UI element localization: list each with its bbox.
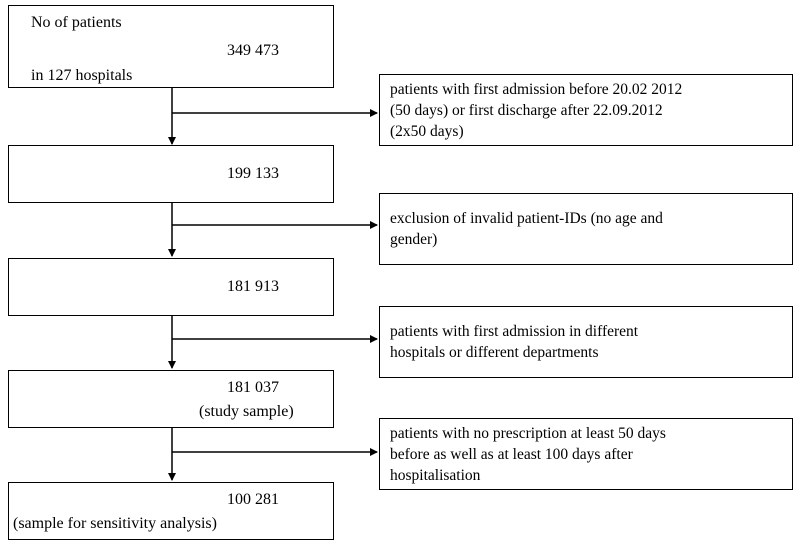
box-count-199133: 199 133 [227, 165, 279, 182]
exclusion-prescription-line-3: hospitalisation [390, 467, 481, 484]
box-total-label: No of patients [31, 14, 122, 31]
box-study-sample: 181 037 (study sample) [8, 370, 334, 428]
box-count-181913: 181 913 [227, 278, 279, 295]
exclusion-departments-line-1: patients with first admission in differe… [390, 323, 639, 340]
exclusion-box-invalid-ids: exclusion of invalid patient-IDs (no age… [379, 193, 793, 265]
exclusion-ids-line-1: exclusion of invalid patient-IDs (no age… [390, 210, 663, 227]
box-total-patients: No of patients 349 473 in 127 hospitals [8, 5, 334, 88]
box-count-181037: 181 037 [227, 379, 279, 396]
exclusion-box-departments: patients with first admission in differe… [379, 306, 793, 378]
exclusion-ids-line-2: gender) [390, 231, 438, 248]
exclusion-box-prescription: patients with no prescription at least 5… [379, 418, 793, 490]
box-sensitivity-sample: 100 281 (sample for sensitivity analysis… [8, 482, 334, 540]
box-after-id-exclusion: 181 913 [8, 258, 334, 316]
box-sensitivity-label: (sample for sensitivity analysis) [13, 515, 217, 532]
exclusion-prescription-line-1: patients with no prescription at least 5… [390, 425, 666, 442]
box-count-100281: 100 281 [227, 491, 279, 508]
box-after-date-exclusion: 199 133 [8, 145, 334, 203]
exclusion-departments-line-2: hospitals or different departments [390, 344, 599, 361]
exclusion-box-dates: patients with first admission before 20.… [379, 74, 793, 146]
exclusion-dates-line-3: (2x50 days) [390, 123, 464, 140]
box-study-sample-label: (study sample) [199, 403, 294, 420]
exclusion-dates-line-2: (50 days) or first discharge after 22.09… [390, 102, 663, 119]
exclusion-dates-line-1: patients with first admission before 20.… [390, 81, 683, 98]
box-total-count: 349 473 [227, 42, 279, 59]
exclusion-prescription-line-2: before as well as at least 100 days afte… [390, 446, 633, 463]
box-total-hospitals: in 127 hospitals [31, 67, 133, 84]
